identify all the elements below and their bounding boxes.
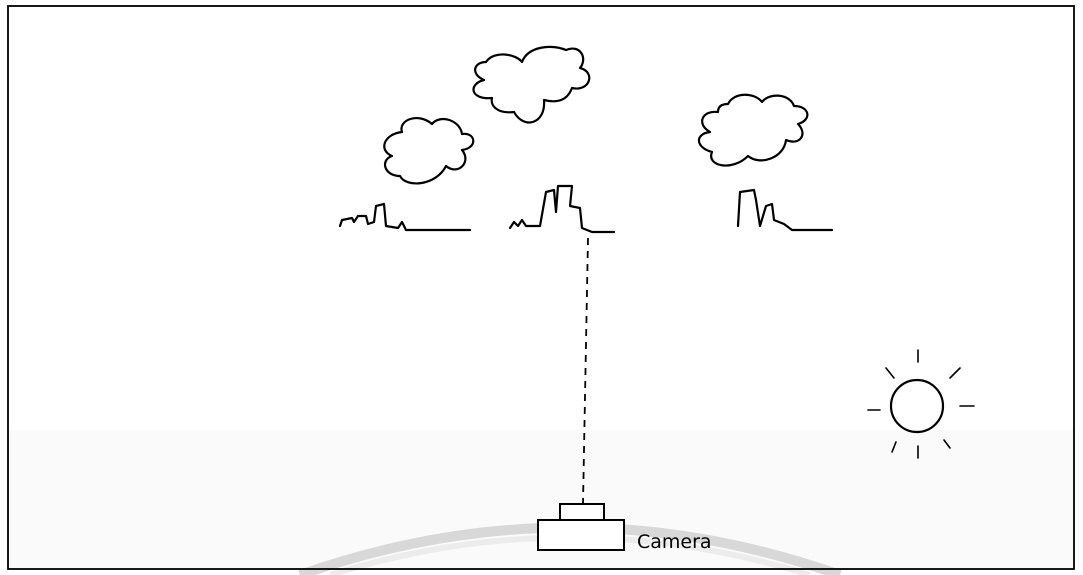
camera-label: Camera — [637, 531, 712, 553]
